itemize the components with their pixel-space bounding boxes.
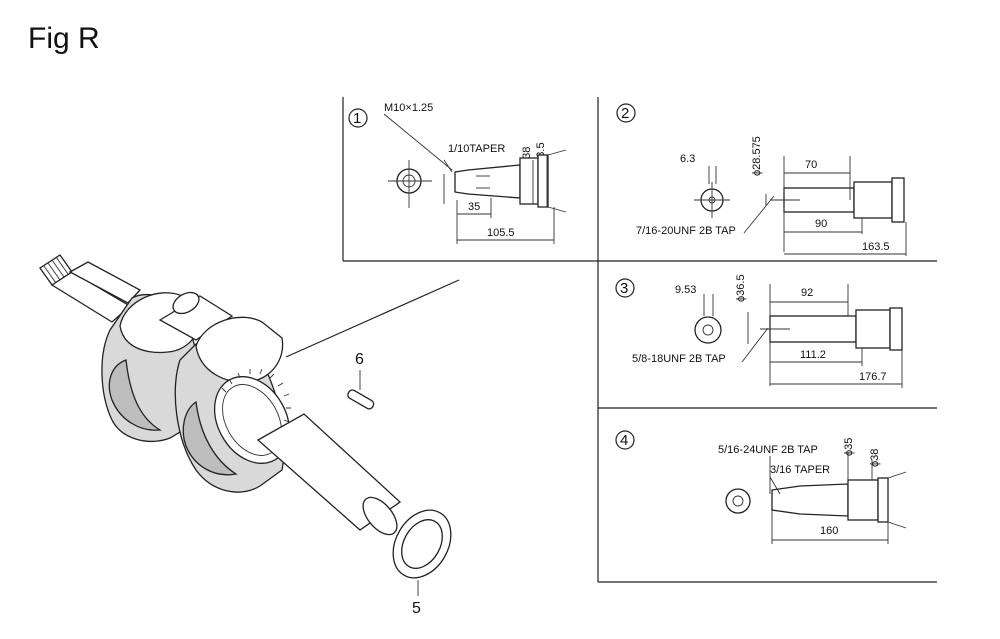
panel-1-dim-short: 35: [468, 201, 480, 213]
panel-2-dim-a: 6.3: [680, 153, 695, 165]
panel-1-thread-label: M10×1.25: [384, 102, 433, 114]
panel-3-dim-d: 176.7: [859, 371, 887, 383]
panel-2-tap: 7/16-20UNF 2B TAP: [636, 225, 736, 237]
panel-2-dim-b: 70: [805, 159, 817, 171]
panel-4-dia1: ϕ35: [843, 438, 855, 456]
panel-4-dia2: ϕ38: [869, 449, 881, 467]
panel-1-taper-label: 1/10TAPER: [448, 143, 505, 155]
leader-line: [285, 279, 460, 358]
panel-frames: [342, 97, 937, 583]
figure-title: Fig R: [28, 22, 100, 55]
panel-3-number: 3: [620, 280, 628, 297]
panel-3-dim-a: 9.53: [675, 284, 696, 296]
crankshaft-thread-end: [39, 254, 73, 286]
thrust-washer: 5: [392, 509, 452, 617]
panel-3: 3 9.53 ϕ36.5 92 5/8-18UNF 2B TAP 111.2 1…: [615, 274, 903, 388]
panel-4-number: 4: [620, 432, 628, 449]
panel-3-dim-b: 92: [801, 287, 813, 299]
panel-4: 4 5/16-24UNF 2B TAP ϕ35 ϕ38 3/16 TAPER 1…: [615, 430, 907, 544]
crankshaft-illustration: [39, 254, 402, 536]
panel-4-taper: 3/16 TAPER: [770, 464, 830, 476]
panel-3-dim-c: 111.2: [800, 349, 826, 361]
panel-2-number: 2: [621, 105, 629, 122]
panel-4-dim: 160: [820, 525, 838, 537]
panel-1-number: 1: [353, 110, 361, 127]
panel-2-dim-d: 163.5: [862, 241, 890, 253]
panel-2-dia: ϕ28.575: [751, 136, 763, 176]
panel-3-tap: 5/8-18UNF 2B TAP: [632, 353, 726, 365]
panel-3-dia: ϕ36.5: [735, 274, 747, 302]
woodruff-key: 6: [347, 351, 375, 410]
panel-2-dim-c: 90: [815, 218, 827, 230]
panel-2: 2 6.3 ϕ28.575 70 7/16-20UNF 2B TAP 90 16…: [616, 103, 907, 256]
panel-1: 1 M10×1.25 1/10TAPER ϕ38 ϕ43.5 35 105.5: [348, 102, 567, 244]
part-number-6: 6: [355, 351, 364, 368]
part-number-5: 5: [412, 600, 421, 617]
panel-1-dim-long: 105.5: [487, 227, 515, 239]
panel-4-tap: 5/16-24UNF 2B TAP: [718, 444, 818, 456]
